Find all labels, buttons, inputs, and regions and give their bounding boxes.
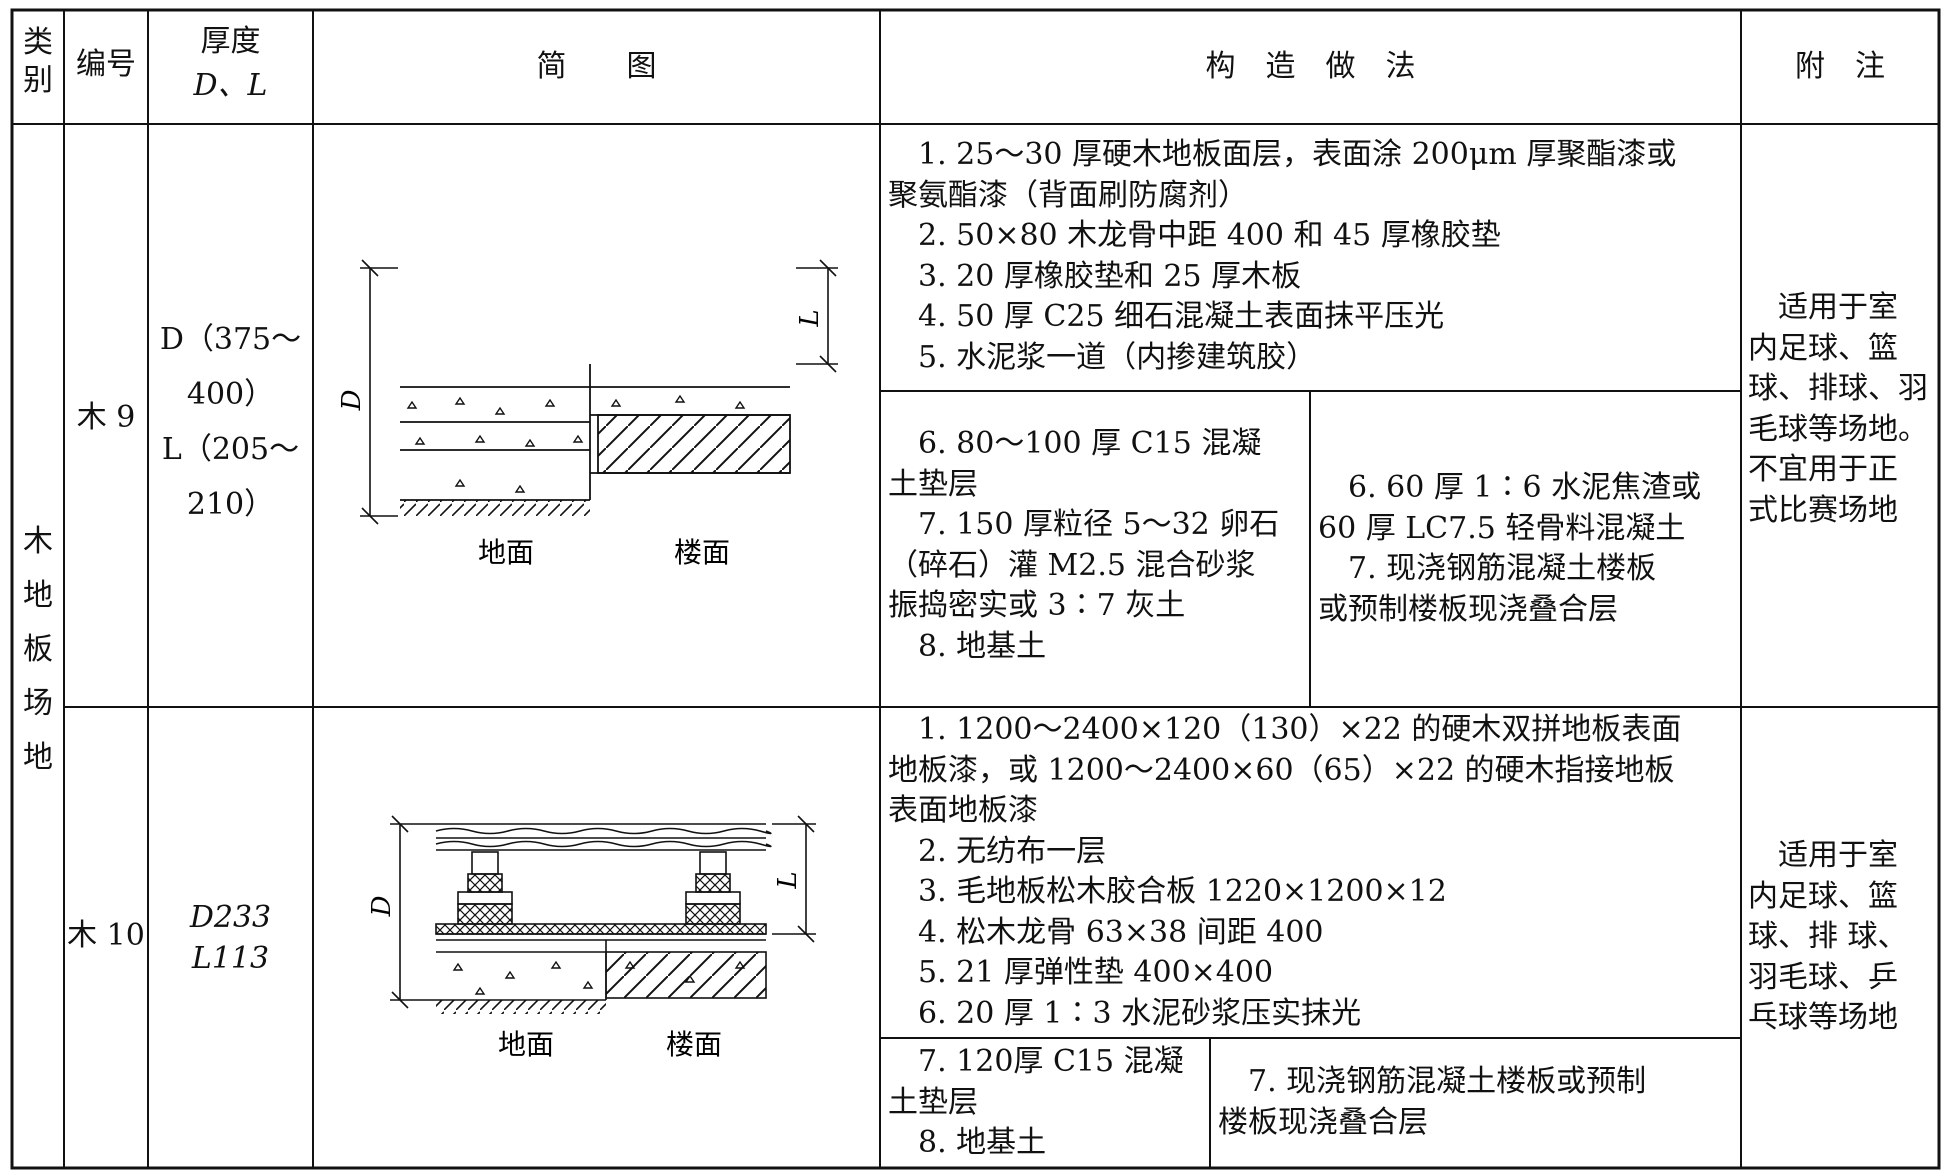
row1-label-floor: 楼面: [674, 536, 730, 569]
header-category-text: 类别: [23, 25, 53, 98]
header-remarks-text: 附 注: [1795, 49, 1885, 84]
row1-ground-line1: 6. 80～100 厚 C15 混凝: [888, 426, 1262, 461]
header-diagram-text: 简 图: [536, 49, 657, 84]
row1-ground-line6: 8. 地基土: [888, 628, 1047, 664]
row2-dim-d: D: [367, 895, 397, 917]
row1-remarks: 适用于室 内足球、篮 球、排球、羽 毛球等场地。 不宜用于正 式比赛场地: [1748, 288, 1938, 531]
row2-method-line8: 6. 20 厚 1∶3 水泥砂浆压实抹光: [888, 995, 1362, 1031]
row1-thickness-line4: 210）: [186, 487, 275, 522]
header-category: 类别: [12, 24, 64, 100]
row1-method-line4: 3. 20 厚橡胶垫和 25 厚木板: [888, 258, 1302, 294]
row2-remarks-line5: 乓球等场地: [1748, 1000, 1898, 1035]
row1-floor-line3: 7. 现浇钢筋混凝土楼板: [1318, 551, 1657, 586]
category-cell: 木地板场地: [12, 515, 64, 785]
row2-id-text: 木 10: [67, 918, 145, 953]
row1-method-line5: 4. 50 厚 C25 细石混凝土表面抹平压光: [888, 299, 1445, 334]
row1-thickness-line3: L（205～: [161, 432, 300, 467]
row1-remarks-line4: 毛球等场地。: [1748, 411, 1928, 447]
row2-thickness-line1: D233: [189, 900, 272, 935]
row2-floor-line2: 楼板现浇叠合层: [1218, 1104, 1428, 1140]
row2-thickness: D233 L113: [148, 898, 313, 979]
row1-method-line2: 聚氨酯漆（背面刷防腐剂）: [888, 177, 1248, 213]
header-method: 构 造 做 法: [880, 47, 1741, 88]
row2-method-common: 1. 1200～2400×120（130）×22 的硬木双拼地板表面 地板漆，或…: [888, 710, 1738, 1034]
row1-floor-line4: 或预制楼板现浇叠合层: [1318, 591, 1618, 627]
row2-remarks-line1: 适用于室: [1748, 838, 1898, 873]
row1-thickness-line1: D（375～: [159, 322, 302, 357]
row2-label-floor: 楼面: [666, 1028, 722, 1061]
row2-label-ground: 地面: [498, 1028, 554, 1061]
row1-dim-d: D: [337, 389, 367, 411]
header-method-text: 构 造 做 法: [1205, 49, 1416, 84]
row2-ground-line3: 8. 地基土: [888, 1125, 1047, 1160]
row2-method-line6: 4. 松木龙骨 63×38 间距 400: [888, 914, 1324, 950]
row1-remarks-line6: 式比赛场地: [1748, 492, 1898, 528]
row2-method-line4: 2. 无纺布一层: [888, 833, 1107, 869]
header-number-text: 编号: [76, 47, 136, 82]
row1-thickness: D（375～ 400） L（205～ 210）: [148, 312, 313, 532]
row2-dim-l: L: [773, 871, 803, 889]
row1-thickness-line2: 400）: [186, 377, 275, 412]
row2-method-line1: 1. 1200～2400×120（130）×22 的硬木双拼地板表面: [888, 712, 1682, 747]
row1-label-ground: 地面: [478, 536, 534, 569]
row2-ground-line2: 土垫层: [888, 1084, 978, 1120]
header-thickness: 厚度 D、L: [148, 20, 313, 108]
row1-ground-line2: 土垫层: [888, 466, 978, 502]
row2-section-drawing: D L 地面 楼面: [367, 815, 816, 1061]
row1-method-line6: 5. 水泥浆一道（内掺建筑胶）: [888, 339, 1317, 375]
row1-remarks-line5: 不宜用于正: [1748, 452, 1898, 487]
header-thickness-line1: 厚度: [200, 24, 261, 59]
row1-dim-l: L: [795, 309, 825, 327]
row1-remarks-line2: 内足球、篮: [1748, 330, 1898, 366]
row1-floor-line2: 60 厚 LC7.5 轻骨料混凝土: [1318, 510, 1686, 546]
row1-ground-line3: 7. 150 厚粒径 5～32 卵石: [888, 507, 1280, 542]
row2-remarks: 适用于室 内足球、篮 球、排 球、 羽毛球、乒 乓球等场地: [1748, 836, 1938, 1039]
row2-remarks-line3: 球、排 球、: [1748, 919, 1908, 954]
row1-id-text: 木 9: [76, 400, 136, 435]
row1-remarks-line3: 球、排球、羽: [1748, 371, 1928, 406]
row1-method-common: 1. 25～30 厚硬木地板面层，表面涂 200μm 厚聚酯漆或 聚氨酯漆（背面…: [888, 135, 1738, 378]
row1-section-drawing: D L 地面 楼面: [337, 259, 838, 569]
row1-floor-line1: 6. 60 厚 1∶6 水泥焦渣或: [1318, 470, 1702, 505]
row1-method-line3: 2. 50×80 木龙骨中距 400 和 45 厚橡胶垫: [888, 218, 1501, 253]
row2-floor-line1: 7. 现浇钢筋混凝土楼板或预制: [1218, 1064, 1647, 1099]
row2-remarks-line2: 内足球、篮: [1748, 878, 1898, 914]
row2-method-ground: 7. 120厚 C15 混凝 土垫层 8. 地基土: [888, 1042, 1208, 1164]
row2-method-line3: 表面地板漆: [888, 793, 1038, 828]
row2-method-line5: 3. 毛地板松木胶合板 1220×1200×12: [888, 874, 1447, 909]
row2-method-floor: 7. 现浇钢筋混凝土楼板或预制 楼板现浇叠合层: [1218, 1062, 1738, 1143]
row2-ground-line1: 7. 120厚 C15 混凝: [888, 1044, 1184, 1079]
header-number: 编号: [64, 45, 148, 86]
category-text: 木地板场地: [23, 524, 53, 775]
row2-remarks-line4: 羽毛球、乒: [1748, 959, 1898, 995]
row1-method-floor: 6. 60 厚 1∶6 水泥焦渣或 60 厚 LC7.5 轻骨料混凝土 7. 现…: [1318, 468, 1738, 630]
row1-method-line1: 1. 25～30 厚硬木地板面层，表面涂 200μm 厚聚酯漆或: [888, 137, 1677, 172]
header-thickness-line2: D、L: [193, 68, 268, 103]
row1-ground-line4: （碎石）灌 M2.5 混合砂浆: [888, 547, 1256, 583]
row2-id: 木 10: [64, 916, 148, 957]
row2-method-line7: 5. 21 厚弹性垫 400×400: [888, 955, 1274, 990]
header-diagram: 简 图: [313, 47, 880, 88]
header-remarks: 附 注: [1741, 47, 1939, 88]
row1-method-ground: 6. 80～100 厚 C15 混凝 土垫层 7. 150 厚粒径 5～32 卵…: [888, 424, 1308, 667]
row1-ground-line5: 振捣密实或 3∶7 灰土: [888, 588, 1186, 623]
row2-method-line2: 地板漆，或 1200～2400×60（65）×22 的硬木指接地板: [888, 752, 1675, 788]
row1-id: 木 9: [64, 398, 148, 439]
row1-remarks-line1: 适用于室: [1748, 290, 1898, 325]
row2-thickness-line2: L113: [191, 940, 270, 976]
